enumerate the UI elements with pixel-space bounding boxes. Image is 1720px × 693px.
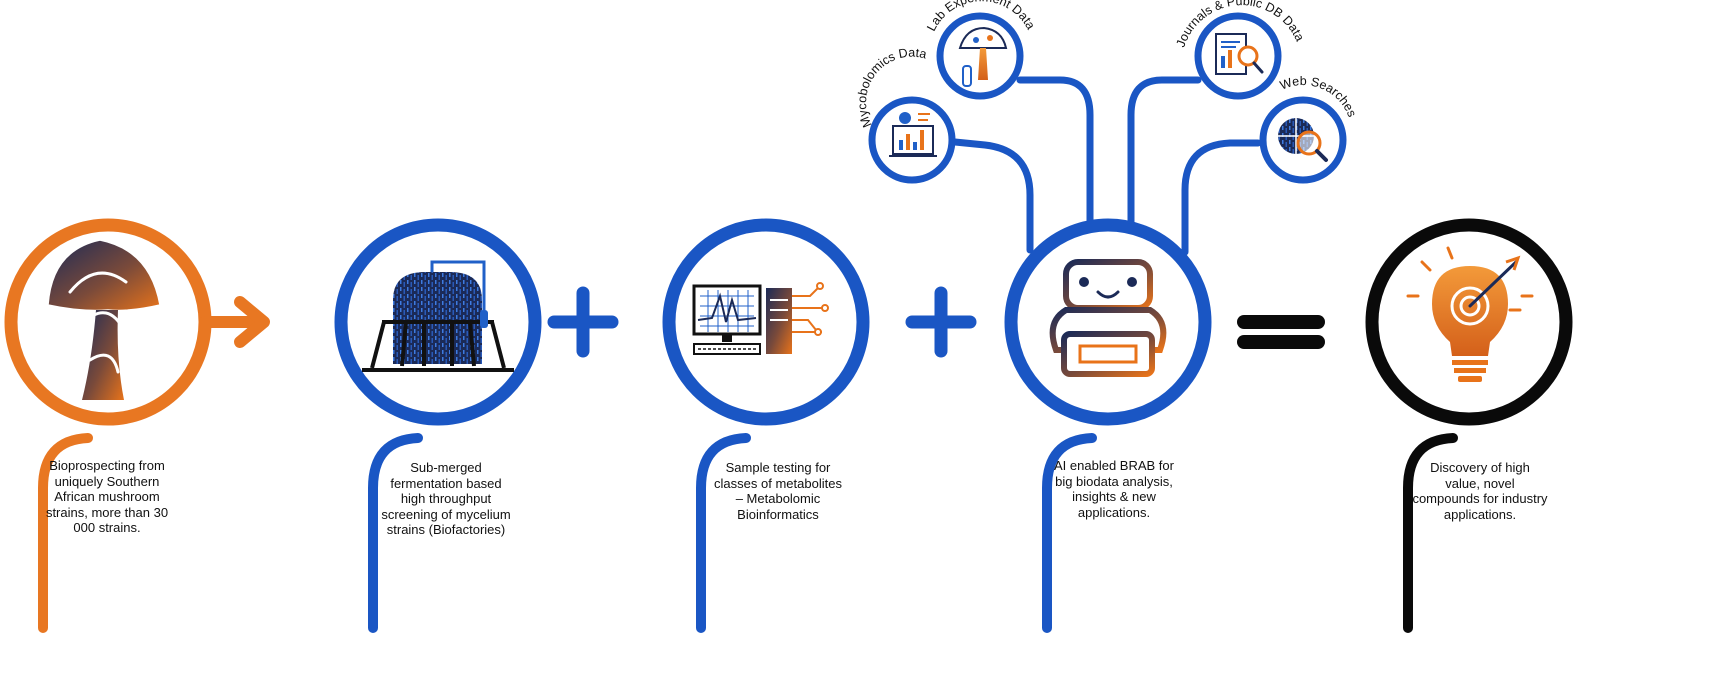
equals-icon [1237,315,1325,349]
mushroom-icon [47,239,161,400]
stage-discovery-stem [1403,433,1458,633]
plus-icon [547,286,619,358]
source-lab-experiment [936,12,1024,100]
source-journals [1194,12,1282,100]
arrow-icon [199,296,270,348]
stage-discovery-description: Discovery of high value, novel compounds… [1412,460,1548,522]
stage-sample-testing-description: Sample testing for classes of metabolite… [714,460,842,522]
stage-ai-brab-stem [1042,433,1097,633]
stage-ai-brab [1004,218,1212,633]
stage-bioprospecting-description: Bioprospecting from uniquely Southern Af… [45,458,169,535]
globe-search-icon [1278,118,1328,162]
stage-sample-testing [662,218,870,633]
lab-mushroom-icon [958,26,1008,87]
data-source-connectors [951,76,1262,256]
stage-bioprospecting [4,218,212,633]
stage-bioprospecting-stem [38,433,93,633]
lightbulb-target-icon [1406,246,1534,382]
source-mycobolomics [868,96,956,184]
document-search-icon [1215,33,1264,75]
source-web-searches [1259,96,1347,184]
stage-fermentation [334,218,542,633]
robot-icon [1049,259,1167,377]
stage-fermentation-description: Sub-merged fermentation based high throu… [381,460,511,537]
stage-fermentation-stem [368,433,423,633]
plus-icon [905,286,977,358]
chart-laptop-icon [889,112,937,157]
stage-discovery [1365,218,1573,633]
bioreactor-icon [362,260,514,372]
computer-workstation-icon [692,282,829,355]
stage-sample-testing-stem [696,433,751,633]
stage-ai-brab-description: AI enabled BRAB for big biodata analysis… [1054,458,1174,520]
